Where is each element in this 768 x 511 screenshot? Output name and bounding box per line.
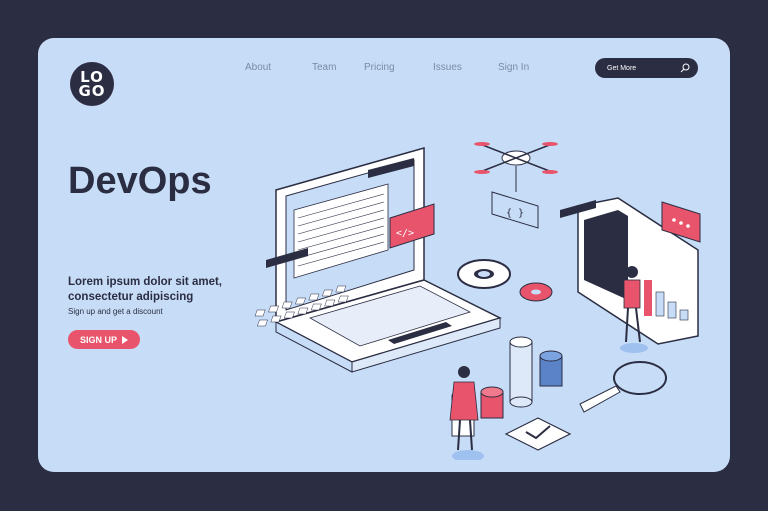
search-icon[interactable] — [680, 63, 690, 73]
code-tag-text: </> — [396, 228, 414, 239]
logo[interactable]: LO GO — [70, 62, 114, 106]
person-left-icon — [449, 366, 484, 460]
logo-line-1: LO — [80, 68, 104, 86]
sign-up-label: SIGN UP — [79, 334, 117, 345]
logo-line-2: GO — [78, 82, 106, 100]
checkbox-card-icon — [504, 417, 572, 451]
laptop-icon — [254, 147, 503, 373]
search-input[interactable] — [607, 64, 677, 72]
code-tag-icon: </> — [389, 203, 435, 249]
nav-team[interactable]: Team — [312, 62, 337, 73]
person-right-icon — [620, 266, 648, 353]
drone-icon: { } — [474, 142, 558, 229]
dashboard-board-icon — [560, 197, 699, 345]
hero-subtitle: Lorem ipsum dolor sit amet, consectetur … — [68, 276, 222, 303]
page-title: DevOps — [68, 160, 212, 202]
play-arrow-icon — [122, 335, 128, 344]
brackets-tag-text: { } — [506, 208, 524, 219]
gear-icon — [457, 259, 511, 289]
small-gear-icon — [519, 282, 553, 302]
landing-card: LO GO About Team Pricing Issues Sign In … — [38, 38, 730, 472]
chat-bubble-icon — [661, 201, 701, 243]
search-bar[interactable] — [595, 58, 698, 78]
magnifier-icon — [579, 361, 667, 413]
nav-pricing[interactable]: Pricing — [364, 62, 395, 73]
nav-issues[interactable]: Issues — [433, 62, 462, 73]
sign-up-button[interactable]: SIGN UP — [68, 330, 140, 349]
nav-about[interactable]: About — [245, 62, 272, 73]
devops-illustration: </> { } — [254, 142, 701, 460]
hero-small-text: Sign up and get a discount — [68, 307, 163, 316]
nav-sign-in[interactable]: Sign In — [498, 62, 530, 73]
top-nav: About Team Pricing Issues Sign In — [245, 62, 548, 73]
